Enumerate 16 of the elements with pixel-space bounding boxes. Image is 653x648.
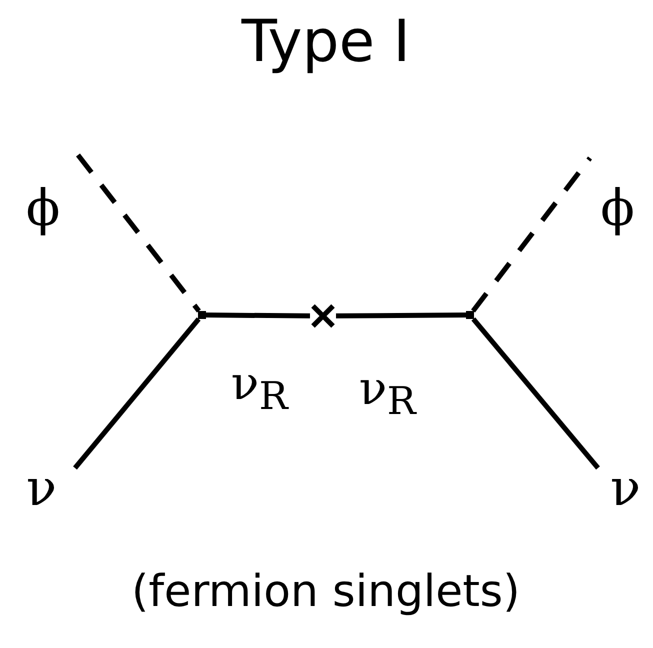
edge-label: ν$_{R}$ xyxy=(231,360,288,417)
vertex-point xyxy=(466,311,474,319)
fermion-line xyxy=(73,317,201,470)
diagram-caption: (fermion singlets) xyxy=(132,570,520,614)
particle-label: ν xyxy=(8,450,75,525)
particle-label: ϕ xyxy=(8,150,78,265)
particle-label: ϕ xyxy=(590,150,645,265)
fermion-line xyxy=(471,317,600,470)
fermion-line xyxy=(206,312,310,318)
edge-label: ν$_{R}$ xyxy=(359,365,416,422)
scalar-line xyxy=(471,156,592,313)
cross-mark xyxy=(310,303,336,329)
scalar-line xyxy=(76,153,201,313)
particle-label: ν xyxy=(598,450,653,525)
vertex-point xyxy=(198,311,206,319)
fermion-line xyxy=(336,312,466,318)
